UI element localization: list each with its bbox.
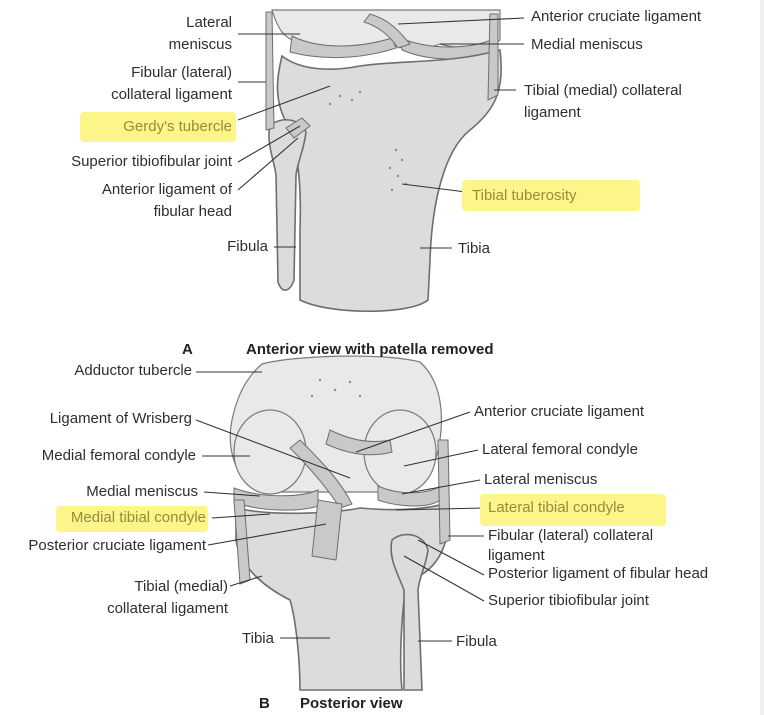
label-anterior-ligament-fibular-head: Anterior ligament of fibular head (101, 181, 232, 220)
posterior-leader-lines (195, 371, 485, 642)
label-adductor-tubercle: Adductor tubercle (74, 362, 192, 379)
label-medial-tibial-condyle: Medial tibial condyle (70, 509, 206, 526)
label-tibia-b: Tibia (242, 630, 274, 647)
tibial-tuberosity-texture (328, 90, 408, 192)
label-lateral-tibial-condyle: Lateral tibial condyle (488, 499, 625, 516)
anterior-leader-lines (237, 17, 525, 249)
label-medial-femoral-condyle: Medial femoral condyle (41, 447, 196, 464)
label-tibia: Tibia (458, 240, 490, 257)
label-fibular-collateral-ligament: Fibular (lateral) collateral ligament (111, 64, 232, 103)
caption-anterior-view: Anterior view with patella removed (246, 341, 494, 358)
label-fibula: Fibula (227, 238, 268, 255)
highlight-tibial-tuberosity (462, 180, 640, 211)
highlight-gerdys-tubercle (80, 112, 236, 142)
label-superior-tibiofibular-joint: Superior tibiofibular joint (71, 153, 232, 170)
label-tibial-collateral-ligament-b: Tibial (medial) collateral ligament (107, 578, 228, 617)
label-posterior-ligament-fibular-head: Posterior ligament of fibular head (488, 565, 709, 582)
highlight-lateral-tibial-condyle (480, 494, 666, 526)
label-anterior-cruciate-ligament-b: Anterior cruciate ligament (474, 403, 645, 420)
label-anterior-cruciate-ligament: Anterior cruciate ligament (531, 8, 702, 25)
caption-letter-b: B (259, 695, 270, 712)
label-posterior-cruciate-ligament: Posterior cruciate ligament (28, 537, 206, 554)
label-medial-meniscus: Medial meniscus (531, 36, 643, 53)
label-fibula-b: Fibula (456, 633, 497, 650)
label-gerdys-tubercle: Gerdy's tubercle (123, 118, 232, 135)
label-medial-meniscus-b: Medial meniscus (86, 483, 198, 500)
label-superior-tibiofibular-joint-b: Superior tibiofibular joint (488, 592, 649, 609)
highlight-medial-tibial-condyle (56, 506, 208, 532)
label-tibial-tuberosity: Tibial tuberosity (472, 187, 577, 204)
label-lateral-meniscus: Lateral meniscus (168, 14, 232, 53)
label-lateral-meniscus-b: Lateral meniscus (484, 471, 598, 488)
label-fibular-collateral-ligament-b: Fibular (lateral) collateral ligament (488, 527, 654, 564)
posterior-knee-illustration (229, 355, 451, 691)
page-edge-bar (760, 0, 764, 715)
caption-letter-a: A (182, 341, 193, 358)
label-lateral-femoral-condyle: Lateral femoral condyle (482, 441, 638, 458)
anterior-knee-illustration (265, 9, 502, 313)
label-tibial-collateral-ligament: Tibial (medial) collateral ligament (524, 82, 682, 121)
caption-posterior-view: Posterior view (300, 695, 403, 712)
label-ligament-of-wrisberg: Ligament of Wrisberg (49, 410, 192, 427)
